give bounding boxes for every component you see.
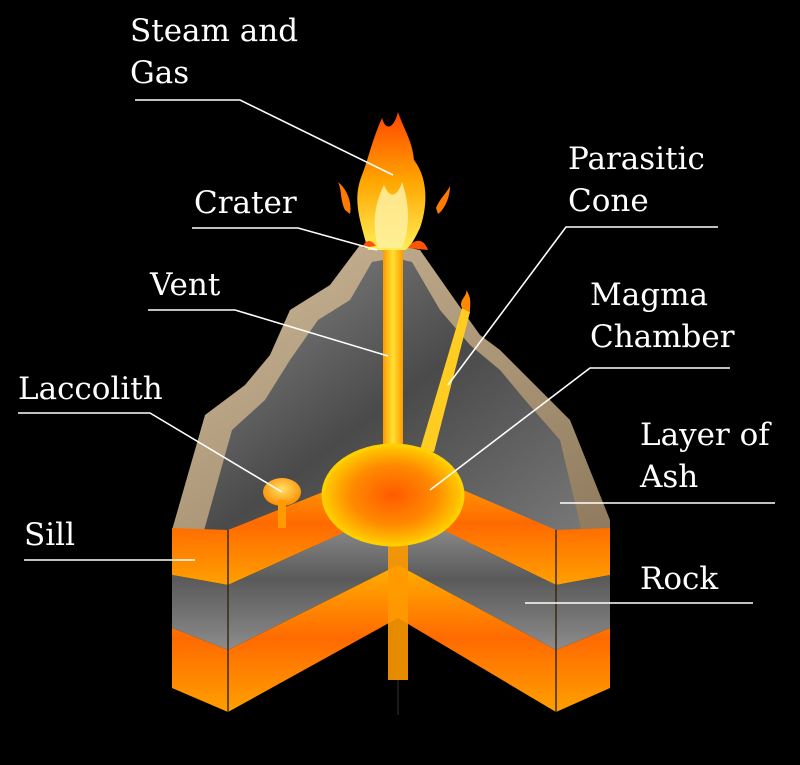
parasitic-conduit — [420, 308, 470, 452]
label-ash-line2: Ash — [640, 459, 699, 495]
label-parasitic-line2: Cone — [568, 183, 649, 219]
leader-steam — [135, 99, 394, 176]
label-vent: Vent — [150, 267, 221, 303]
label-parasitic-line1: Parasitic — [568, 141, 705, 177]
label-ash-line1: Layer of — [640, 417, 770, 453]
label-laccolith: Laccolith — [18, 371, 163, 407]
lava-splash-right — [436, 186, 450, 214]
lower-magma-band — [172, 565, 610, 712]
label-crater: Crater — [194, 185, 297, 221]
rock-band — [172, 508, 610, 650]
label-steam-line2: Gas — [130, 55, 190, 91]
leader-magma — [429, 367, 730, 491]
label-magma-line2: Chamber — [590, 319, 735, 355]
label-steam-line1: Steam and — [130, 13, 299, 49]
leader-crater — [192, 227, 378, 251]
vent-lower — [388, 520, 408, 680]
label-steam-and-gas: Steam and Gas — [130, 10, 298, 94]
label-parasitic-cone: Parasitic Cone — [568, 138, 705, 222]
sill-band — [172, 462, 610, 585]
lava-splash-left — [338, 182, 351, 214]
label-layer-of-ash: Layer of Ash — [640, 414, 770, 498]
lava-spatter-crater — [362, 240, 428, 250]
laccolith-stem — [278, 500, 286, 528]
label-magma-line1: Magma — [590, 277, 708, 313]
plume-core — [374, 182, 408, 248]
label-magma-chamber: Magma Chamber — [590, 274, 735, 358]
label-sill: Sill — [24, 517, 75, 553]
magma-chamber — [321, 443, 465, 547]
leader-vent — [148, 309, 389, 357]
main-vent — [383, 250, 403, 465]
parasitic-spout — [461, 290, 471, 312]
leader-parasitic — [447, 226, 718, 386]
label-rock: Rock — [640, 561, 719, 597]
eruption-plume — [357, 112, 426, 250]
leader-lines — [18, 99, 775, 604]
leader-laccolith — [18, 412, 283, 493]
